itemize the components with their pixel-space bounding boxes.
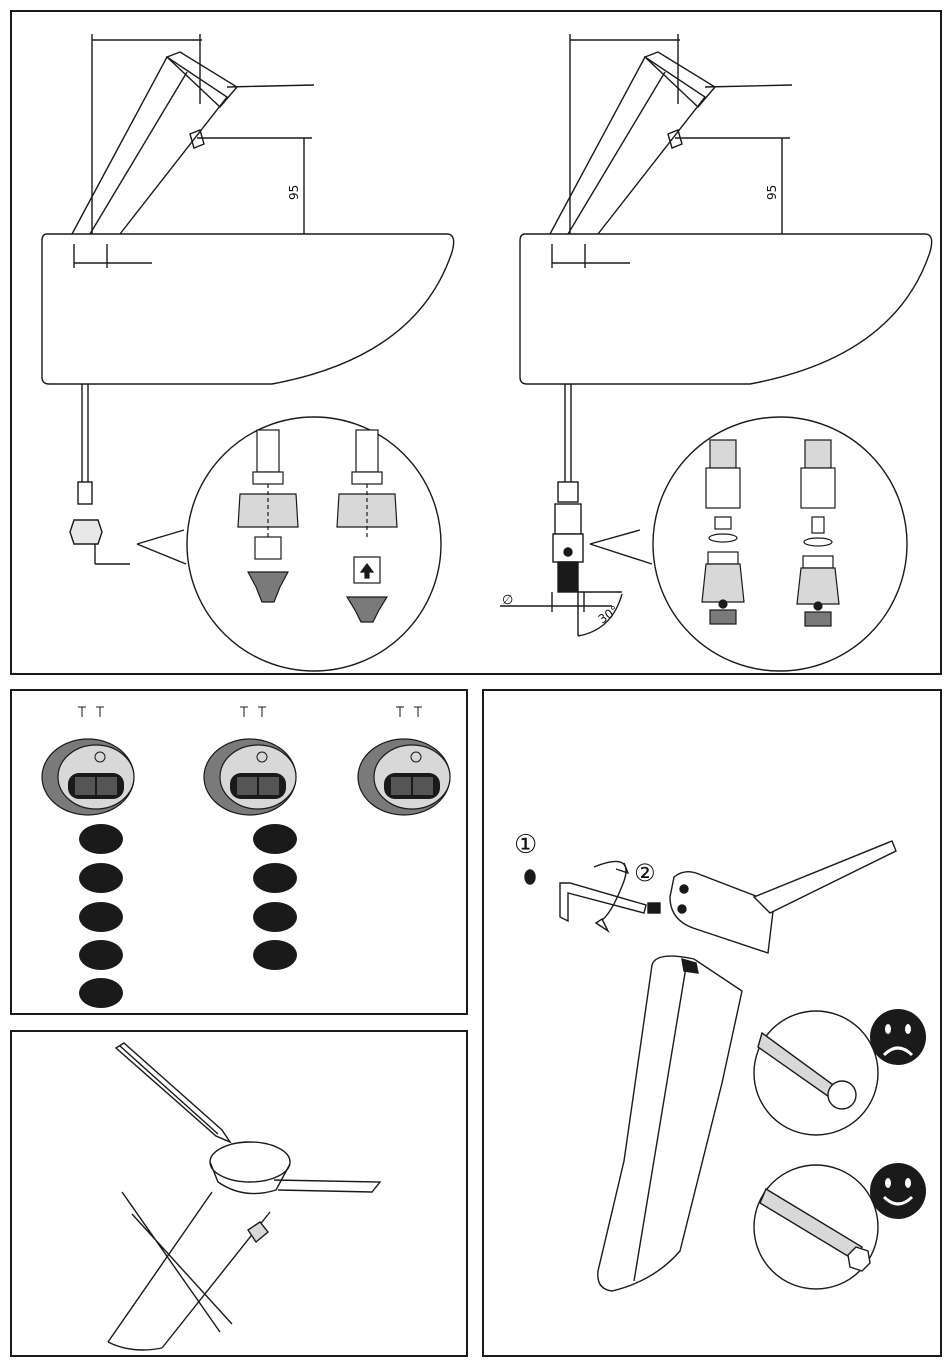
- mode-dot: [253, 902, 297, 932]
- disassembly-drawing: ① ②: [484, 691, 944, 1359]
- happy-face-icon: [870, 1163, 926, 1219]
- right-basin: [520, 234, 932, 384]
- left-lever: [227, 85, 314, 87]
- left-detail-parts: [238, 430, 397, 622]
- dimension-height-right: 95: [765, 185, 779, 200]
- step-2-label: ②: [634, 859, 656, 887]
- mode-dot: [253, 824, 297, 854]
- diameter-symbol: ∅: [502, 593, 513, 608]
- mode-setting-2: [204, 707, 297, 970]
- mode-dot: [79, 824, 123, 854]
- mode-dot: [79, 940, 123, 970]
- left-basin: [42, 234, 454, 384]
- head-lever: [754, 841, 896, 913]
- mode-dot: [79, 978, 123, 1008]
- mode-setting-1: [42, 707, 134, 1008]
- dimension-height-left: 95: [287, 185, 301, 200]
- right-lever: [705, 85, 792, 87]
- mode-dot: [253, 940, 297, 970]
- spout-panel: [10, 1030, 468, 1357]
- sad-face-icon: [870, 1009, 926, 1065]
- mode-setting-3: [358, 707, 450, 815]
- hex-key: [560, 883, 646, 921]
- spout-lower-body: [598, 956, 742, 1291]
- left-faucet-body: [72, 57, 227, 234]
- left-detail-circle: [187, 417, 441, 671]
- mode-dot: [253, 863, 297, 893]
- installation-panel: 95 95 ∅ 30°: [10, 10, 942, 675]
- mode-selector-panel: [10, 689, 468, 1015]
- mode-dot: [79, 863, 123, 893]
- right-detail-circle: [653, 417, 907, 671]
- mode-dot: [79, 902, 123, 932]
- spout-drawing: [12, 1032, 470, 1359]
- step-1-label: ①: [514, 830, 537, 860]
- disassembly-panel: ① ②: [482, 689, 942, 1357]
- mode-selector-drawing: [12, 691, 470, 1017]
- left-assembly: [42, 34, 454, 671]
- right-detail-parts: [702, 440, 839, 626]
- right-faucet-body: [550, 57, 705, 234]
- spout-head: [670, 872, 774, 953]
- installation-drawing: 95 95 ∅ 30°: [12, 12, 944, 677]
- spout-lever: [274, 1180, 380, 1192]
- spout-body: [122, 1192, 232, 1332]
